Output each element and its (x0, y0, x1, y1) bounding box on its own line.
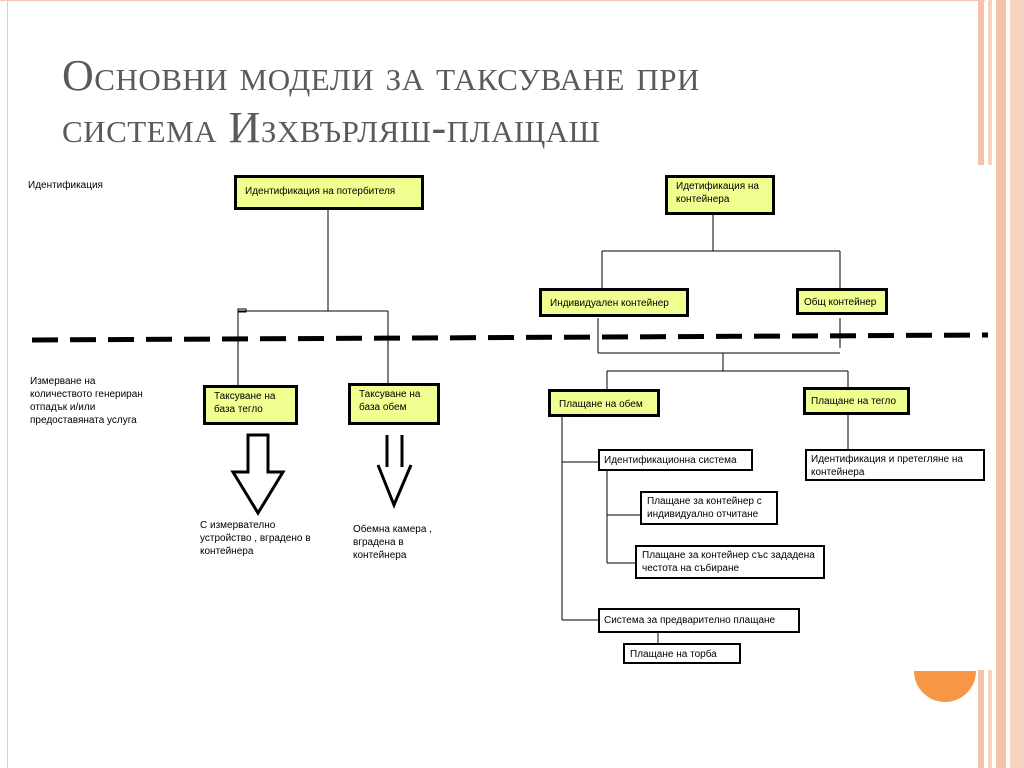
tax-on-weight-box: Таксуване на база тегло (203, 385, 298, 425)
slide-title: Основни модели за таксуване при система … (62, 50, 942, 154)
pay-individual-container-box: Плащане за контейнер с индивидуално отчи… (640, 491, 778, 525)
identification-label: Идентификация (28, 180, 103, 191)
pay-on-weight-box: Плащане на тегло (803, 387, 910, 415)
accent-circle-decoration (914, 671, 976, 702)
slide-title-line-1: Основни модели за таксуване при (62, 51, 700, 100)
prepayment-system-box: Система за предварително плащане (598, 608, 800, 633)
pay-frequency-container-box: Плащане за контейнер със зададена честот… (635, 545, 825, 579)
volume-chamber-label: Обемна камера , вградена в контейнера (353, 524, 432, 561)
measurement-label: Измерване на количеството генериран отпа… (30, 376, 143, 426)
measuring-device-label: С измервателно устройство , вградено в к… (200, 520, 311, 557)
individual-container-box: Индивидуален контейнер (539, 288, 689, 317)
slide-border-top (0, 0, 985, 1)
identification-weighing-box: Идентификация и претегляне на контейнера (805, 449, 985, 481)
slide-title-line-2: система Изхвърляш-плащаш (62, 103, 601, 152)
right-stripe-4 (1010, 0, 1024, 768)
tax-on-volume-box: Таксуване на база обем (348, 383, 440, 425)
diagram-connectors (31, 210, 989, 643)
container-identification-box: Идетификация на контейнера (665, 175, 775, 215)
right-stripe-3 (996, 0, 1006, 768)
common-container-box: Общ контейнер (796, 288, 888, 315)
user-identification-box: Идентификация на потербителя (234, 175, 424, 210)
pay-on-volume-box: Плащане на обем (548, 389, 660, 417)
identification-system-box: Идентификационна система (598, 449, 753, 471)
diagram-canvas: Идентификация Измерване на количеството … (20, 165, 992, 670)
slide-border-left (7, 0, 8, 768)
pay-per-bag-box: Плащане на торба (623, 643, 741, 664)
